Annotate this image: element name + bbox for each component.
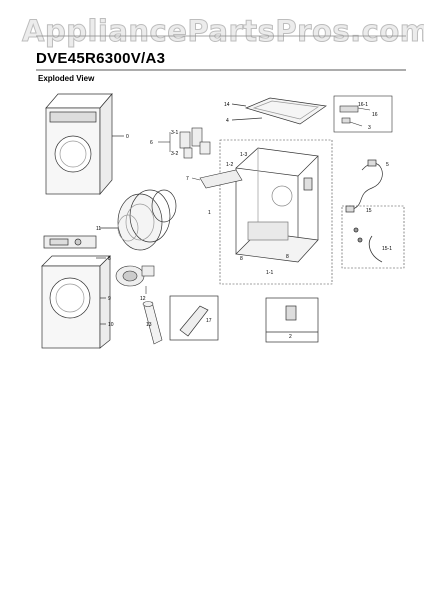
callout-16-1: 16-1 xyxy=(358,102,368,108)
callout-8a: 8 xyxy=(240,256,243,262)
part-1-cabinet xyxy=(235,147,319,263)
callout-15-1: 15-1 xyxy=(382,246,392,252)
callout-4: 4 xyxy=(226,118,229,124)
callout-13: 13 xyxy=(146,322,152,328)
part-5-power-cord xyxy=(345,159,383,213)
callout-14: 14 xyxy=(224,102,230,108)
part-17-component xyxy=(169,295,219,341)
callout-8c: 8 xyxy=(108,256,111,262)
callout-1-2: 1-2 xyxy=(226,162,233,168)
callout-7: 7 xyxy=(186,176,189,182)
callout-15: 15 xyxy=(366,208,372,214)
part-4-top-plate xyxy=(231,97,327,125)
part-0-dryer-assembly xyxy=(45,93,124,195)
callout-0: 0 xyxy=(126,134,129,140)
part-2-component xyxy=(265,297,319,343)
callout-3: 3 xyxy=(368,125,371,131)
callout-10: 10 xyxy=(108,322,114,328)
part-11-drum xyxy=(100,189,177,251)
callout-1-1: 1-1 xyxy=(266,270,273,276)
part-15-1-hose xyxy=(353,227,383,263)
part-12-motor-assembly xyxy=(115,265,155,294)
callout-5: 5 xyxy=(386,162,389,168)
part-15-group-box xyxy=(341,205,405,269)
callout-3-2: 3-2 xyxy=(171,151,178,157)
callout-17: 17 xyxy=(206,318,212,324)
model-number: DVE45R6300V/A3 xyxy=(36,50,166,67)
callout-9: 9 xyxy=(108,296,111,302)
callout-labels: 0 6 3-1 3-2 14 4 16-1 16 3 1-3 1-2 7 5 1… xyxy=(96,102,392,340)
part-8-control-panel xyxy=(43,235,106,259)
section-title: Exploded View xyxy=(38,74,95,83)
callout-8b: 8 xyxy=(286,254,289,260)
callout-11: 11 xyxy=(96,226,101,232)
callout-1: 1 xyxy=(208,210,211,216)
part-13-duct xyxy=(142,301,163,345)
cabinet-group-box xyxy=(219,139,333,285)
callout-1-3: 1-3 xyxy=(240,152,247,158)
callout-16: 16 xyxy=(372,112,378,118)
callout-12: 12 xyxy=(140,296,146,302)
callout-3-1: 3-1 xyxy=(171,130,178,136)
watermark: AppliancePartsPros.com xyxy=(21,14,424,49)
part-16-kit xyxy=(333,95,393,133)
part-10-front-panel xyxy=(41,255,111,349)
callout-2: 2 xyxy=(289,334,292,340)
part-7-front-rail xyxy=(191,169,243,189)
part-6-bracket-group xyxy=(158,127,211,159)
callout-6: 6 xyxy=(150,140,153,146)
